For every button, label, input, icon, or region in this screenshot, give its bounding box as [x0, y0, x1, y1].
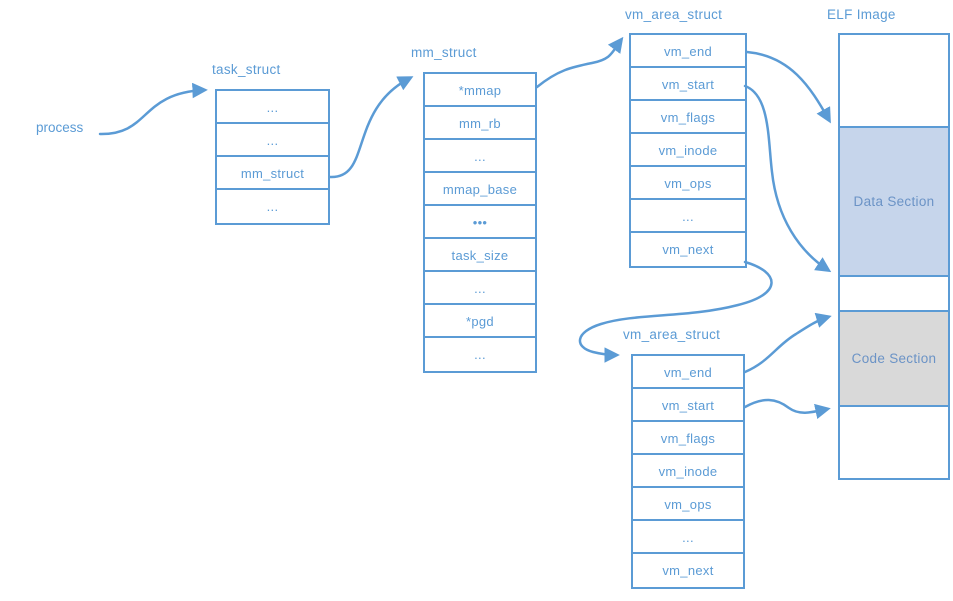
- vma-top-row-vm-start: vm_start: [631, 68, 745, 101]
- vm-area-struct-bottom-table: vm_end vm_start vm_flags vm_inode vm_ops…: [631, 354, 745, 589]
- vma-bottom-row-vm-end: vm_end: [633, 356, 743, 389]
- task-struct-row: ...: [217, 91, 328, 124]
- mm-struct-row-task-size: task_size: [425, 239, 535, 272]
- elf-section-code: Code Section: [840, 312, 948, 407]
- mm-struct-title: mm_struct: [411, 45, 477, 60]
- vma-bottom-row: ...: [633, 521, 743, 554]
- elf-section-empty-top: [840, 35, 948, 128]
- mm-struct-row-pgd: *pgd: [425, 305, 535, 338]
- mm-struct-row-mm-rb: mm_rb: [425, 107, 535, 140]
- vma-bottom-row-vm-inode: vm_inode: [633, 455, 743, 488]
- mm-struct-row: ...: [425, 140, 535, 173]
- vm-area-struct-bottom-title: vm_area_struct: [623, 327, 721, 342]
- elf-image-title: ELF Image: [827, 7, 896, 22]
- vma-top-row-vm-flags: vm_flags: [631, 101, 745, 134]
- vma-bottom-row-vm-flags: vm_flags: [633, 422, 743, 455]
- mm-struct-row: ...: [425, 272, 535, 305]
- mm-struct-row-mmap-base: mmap_base: [425, 173, 535, 206]
- elf-section-empty-bottom: [840, 407, 948, 474]
- task-struct-table: ... ... mm_struct ...: [215, 89, 330, 225]
- vm-area-struct-top-title: vm_area_struct: [625, 7, 723, 22]
- mm-struct-row: •••: [425, 206, 535, 239]
- vma-bottom-row-vm-next: vm_next: [662, 563, 714, 578]
- elf-section-empty-middle: [840, 277, 948, 312]
- task-struct-row: ...: [217, 124, 328, 157]
- mm-struct-row: ...: [474, 347, 486, 362]
- elf-image-column: Data Section Code Section: [838, 33, 950, 480]
- mm-struct-table: *mmap mm_rb ... mmap_base ••• task_size …: [423, 72, 537, 373]
- vma-top-row-vm-inode: vm_inode: [631, 134, 745, 167]
- mm-struct-row-mmap: *mmap: [425, 74, 535, 107]
- task-struct-title: task_struct: [212, 62, 281, 77]
- task-struct-row: ...: [266, 199, 279, 214]
- arrow-vm-end-top-to-data-section-start: [745, 50, 831, 124]
- process-label: process: [36, 120, 84, 135]
- task-struct-row-mm-struct: mm_struct: [217, 157, 328, 190]
- vma-bottom-row-vm-start: vm_start: [633, 389, 743, 422]
- vm-area-struct-top-table: vm_end vm_start vm_flags vm_inode vm_ops…: [629, 33, 747, 268]
- vma-top-row: ...: [631, 200, 745, 233]
- vma-top-row-vm-end: vm_end: [631, 35, 745, 68]
- vma-top-row-vm-next: vm_next: [662, 242, 714, 257]
- arrow-vm-start-top-to-data-section-end: [743, 84, 832, 273]
- vma-top-row-vm-ops: vm_ops: [631, 167, 745, 200]
- arrow-mm-struct-field-to-mm-struct: [328, 76, 414, 179]
- elf-section-data: Data Section: [840, 128, 948, 277]
- arrow-vm-end-bottom-to-code-section-start: [743, 312, 832, 374]
- arrow-process-to-task-struct: [98, 82, 208, 136]
- arrow-vm-start-bottom-to-code-section-end: [743, 398, 831, 420]
- arrow-mmap-to-vm-area-struct-top: [535, 36, 624, 89]
- vma-bottom-row-vm-ops: vm_ops: [633, 488, 743, 521]
